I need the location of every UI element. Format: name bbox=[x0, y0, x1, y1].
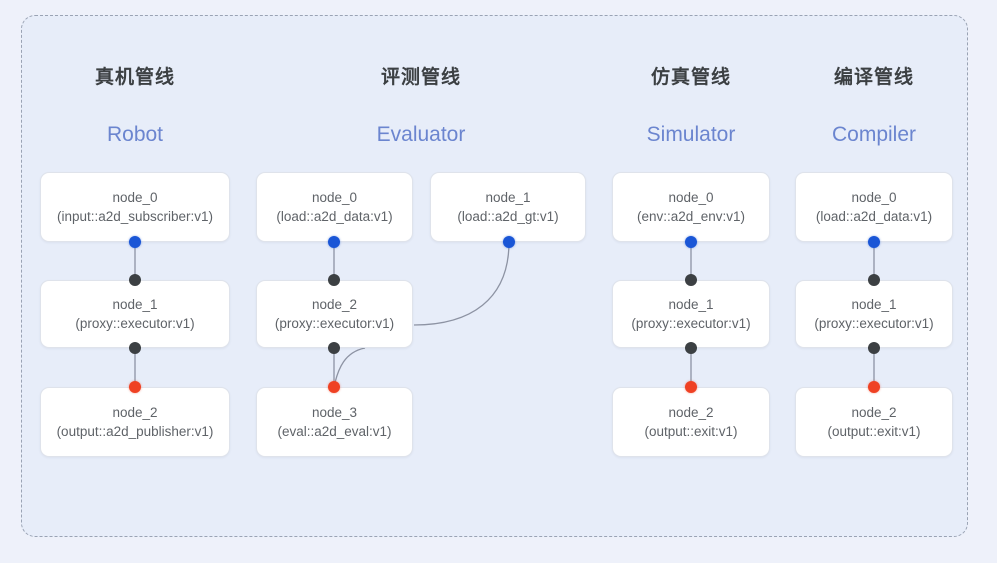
node-name: node_2 bbox=[668, 405, 714, 420]
node-type: (output::a2d_publisher:v1) bbox=[56, 424, 214, 439]
node-robot-2[interactable]: node_2 (output::a2d_publisher:v1) bbox=[40, 387, 230, 457]
port-in-compiler-1[interactable] bbox=[868, 274, 880, 286]
port-in-robot-1[interactable] bbox=[129, 274, 141, 286]
node-type: (output::exit:v1) bbox=[644, 424, 738, 439]
column-title-en-robot: Robot bbox=[106, 123, 164, 146]
column-title-cn-robot: 真机管线 bbox=[94, 67, 175, 88]
node-simulator-1[interactable]: node_1 (proxy::executor:v1) bbox=[612, 280, 770, 348]
port-output-robot-2[interactable] bbox=[129, 381, 141, 393]
node-compiler-1[interactable]: node_1 (proxy::executor:v1) bbox=[795, 280, 953, 348]
node-type: (input::a2d_subscriber:v1) bbox=[56, 209, 214, 224]
port-input-robot-0[interactable] bbox=[129, 236, 141, 248]
node-name: node_0 bbox=[851, 190, 897, 205]
node-name: node_1 bbox=[668, 297, 714, 312]
node-evaluator-2[interactable]: node_2 (proxy::executor:v1) bbox=[256, 280, 413, 348]
port-out-compiler-1[interactable] bbox=[868, 342, 880, 354]
node-name: node_2 bbox=[851, 405, 897, 420]
node-name: node_0 bbox=[311, 190, 358, 205]
port-in-evaluator-2[interactable] bbox=[328, 274, 340, 286]
column-title-en-evaluator: Evaluator bbox=[376, 123, 466, 146]
port-out-robot-1[interactable] bbox=[129, 342, 141, 354]
node-type: (proxy::executor:v1) bbox=[631, 316, 751, 331]
node-robot-1[interactable]: node_1 (proxy::executor:v1) bbox=[40, 280, 230, 348]
node-name: node_0 bbox=[112, 190, 158, 205]
node-evaluator-1[interactable]: node_1 (load::a2d_gt:v1) bbox=[430, 172, 586, 242]
column-title-cn-simulator: 仿真管线 bbox=[650, 67, 731, 88]
port-input-compiler-0[interactable] bbox=[868, 236, 880, 248]
node-type: (proxy::executor:v1) bbox=[75, 316, 195, 331]
node-name: node_0 bbox=[668, 190, 714, 205]
node-type: (load::a2d_data:v1) bbox=[815, 209, 933, 224]
port-output-evaluator-3[interactable] bbox=[328, 381, 340, 393]
port-out-evaluator-2[interactable] bbox=[328, 342, 340, 354]
column-title-cn-compiler: 编译管线 bbox=[833, 67, 914, 88]
node-type: (proxy::executor:v1) bbox=[274, 316, 395, 331]
node-name: node_1 bbox=[851, 297, 897, 312]
port-input-evaluator-1[interactable] bbox=[503, 236, 515, 248]
node-compiler-2[interactable]: node_2 (output::exit:v1) bbox=[795, 387, 953, 457]
node-name: node_2 bbox=[311, 297, 358, 312]
node-type: (proxy::executor:v1) bbox=[814, 316, 934, 331]
node-name: node_2 bbox=[112, 405, 158, 420]
node-compiler-0[interactable]: node_0 (load::a2d_data:v1) bbox=[795, 172, 953, 242]
node-name: node_3 bbox=[311, 405, 358, 420]
node-robot-0[interactable]: node_0 (input::a2d_subscriber:v1) bbox=[40, 172, 230, 242]
node-type: (eval::a2d_eval:v1) bbox=[277, 424, 392, 439]
column-title-cn-evaluator: 评测管线 bbox=[380, 67, 461, 88]
column-title-en-simulator: Simulator bbox=[646, 123, 736, 146]
node-simulator-0[interactable]: node_0 (env::a2d_env:v1) bbox=[612, 172, 770, 242]
node-evaluator-0[interactable]: node_0 (load::a2d_data:v1) bbox=[256, 172, 413, 242]
node-name: node_1 bbox=[112, 297, 158, 312]
node-simulator-2[interactable]: node_2 (output::exit:v1) bbox=[612, 387, 770, 457]
node-type: (load::a2d_gt:v1) bbox=[457, 209, 559, 224]
column-title-en-compiler: Compiler bbox=[831, 123, 917, 146]
port-output-simulator-2[interactable] bbox=[685, 381, 697, 393]
pipeline-group-frame bbox=[21, 15, 968, 537]
port-in-simulator-1[interactable] bbox=[685, 274, 697, 286]
node-type: (output::exit:v1) bbox=[827, 424, 921, 439]
port-output-compiler-2[interactable] bbox=[868, 381, 880, 393]
node-name: node_1 bbox=[485, 190, 531, 205]
port-input-simulator-0[interactable] bbox=[685, 236, 697, 248]
node-type: (env::a2d_env:v1) bbox=[636, 209, 746, 224]
port-out-simulator-1[interactable] bbox=[685, 342, 697, 354]
node-evaluator-3[interactable]: node_3 (eval::a2d_eval:v1) bbox=[256, 387, 413, 457]
port-input-evaluator-0[interactable] bbox=[328, 236, 340, 248]
node-type: (load::a2d_data:v1) bbox=[276, 209, 393, 224]
